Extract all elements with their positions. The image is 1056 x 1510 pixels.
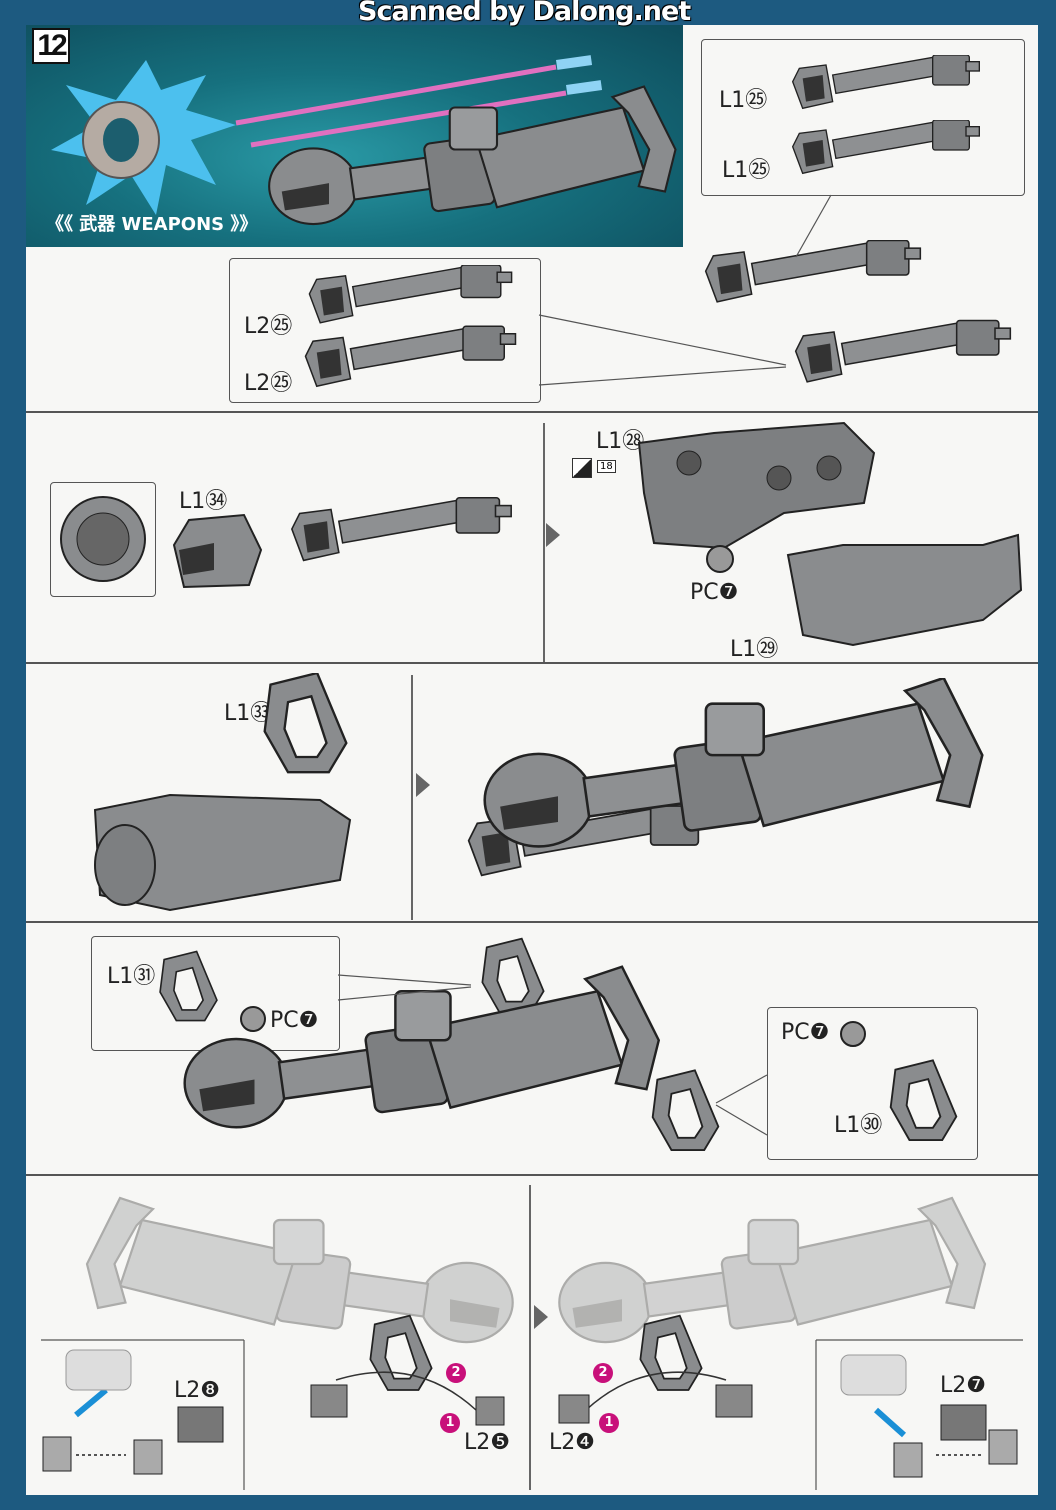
part-label: L1㉛ (107, 964, 156, 989)
weapons-title: 《《 武器 WEAPONS 》》 (46, 214, 258, 235)
part-label: L2❹ (549, 1430, 595, 1455)
divider (411, 675, 413, 920)
polycap (840, 1021, 866, 1047)
step-arrow (534, 1305, 548, 1329)
body-assembled (93, 793, 352, 912)
order-badge-2: 2 (446, 1363, 466, 1383)
instruction-page: 12 《《 武器 WEAPONS 》》 L1㉕ L1㉕ L2㉕ L2㉕ L1㉞ (26, 25, 1038, 1495)
part-label: L2❽ (174, 1378, 220, 1403)
order-badge-1: 1 (599, 1413, 619, 1433)
callout-leader (538, 194, 832, 386)
hand-connectors (41, 1339, 1023, 1490)
divider (529, 1185, 531, 1490)
part-label: L1㉞ (179, 489, 228, 514)
sticker-icon (572, 458, 592, 478)
watermark: Scanned by Dalong.net (358, 0, 691, 27)
step-number: 12 (32, 28, 70, 64)
part-label: PC❼ (690, 580, 739, 605)
divider (26, 411, 1038, 413)
step-arrow (416, 773, 430, 797)
part-label: L1㉝ (224, 701, 273, 726)
part-label: L2❼ (940, 1373, 986, 1398)
sticker-number: 18 (597, 460, 616, 473)
callout-leader (337, 974, 768, 1136)
polycap (706, 545, 734, 573)
order-badge-2: 2 (593, 1363, 613, 1383)
part-label: PC❼ (270, 1008, 319, 1033)
divider (26, 1174, 1038, 1176)
polycap (240, 1006, 266, 1032)
callout-left-grip (91, 936, 340, 1051)
effect-ring-illustration (51, 60, 236, 215)
body-half-part (637, 421, 876, 550)
part-label: L1㉕ (722, 158, 771, 183)
body-half-lower (786, 533, 1023, 647)
part-label: PC❼ (781, 1020, 830, 1045)
part-label: L2❺ (464, 1430, 510, 1455)
part-label: L1㉚ (834, 1113, 883, 1138)
part-label: L2㉕ (244, 314, 293, 339)
part-label: L1㉙ (730, 637, 779, 662)
beam-blades-illustration (235, 55, 603, 148)
step-arrow (546, 523, 560, 547)
step-header: 12 《《 武器 WEAPONS 》》 (26, 25, 683, 247)
divider (26, 662, 1038, 664)
order-badge-1: 1 (440, 1413, 460, 1433)
cap-front-view (60, 496, 146, 582)
part-label: L1㉘ (596, 429, 645, 454)
divider (543, 423, 545, 663)
cap-part (172, 513, 263, 589)
part-label: L1㉕ (719, 88, 768, 113)
part-label: L2㉕ (244, 371, 293, 396)
divider (26, 921, 1038, 923)
